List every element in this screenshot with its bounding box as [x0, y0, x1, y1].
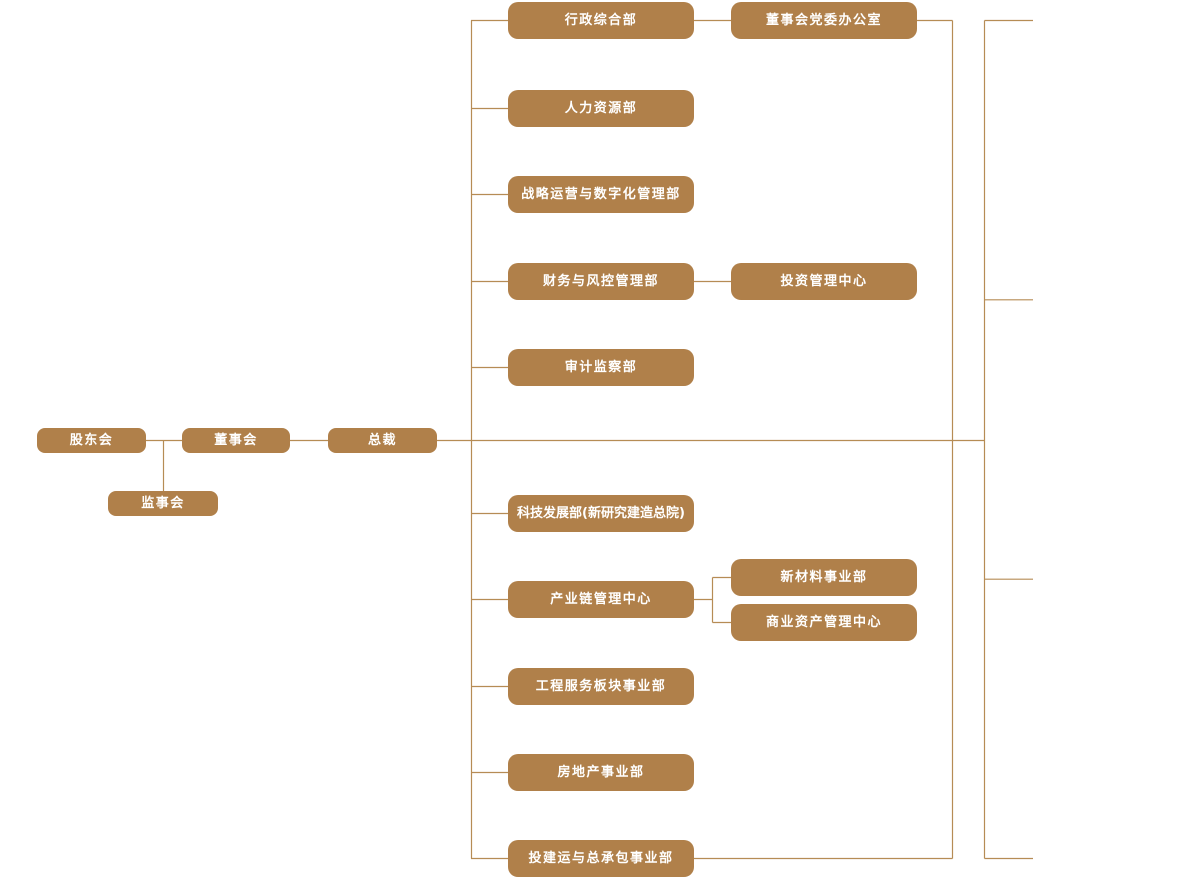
node-board-of-directors: 董事会	[182, 428, 290, 453]
dept-finance-risk: 财务与风控管理部	[508, 263, 694, 300]
dept-investment-construction-epc: 投建运与总承包事业部	[508, 840, 694, 877]
node-shareholders-meeting: 股东会	[37, 428, 146, 453]
dept-human-resources: 人力资源部	[508, 90, 694, 127]
dept-admin-general: 行政综合部	[508, 2, 694, 39]
dept-engineering-services: 工程服务板块事业部	[508, 668, 694, 705]
dept-strategy-digital: 战略运营与数字化管理部	[508, 176, 694, 213]
node-commercial-assets-center: 商业资产管理中心	[731, 604, 917, 641]
node-president: 总裁	[328, 428, 437, 453]
dept-audit-supervision: 审计监察部	[508, 349, 694, 386]
node-supervisory-board: 监事会	[108, 491, 218, 516]
node-board-party-office: 董事会党委办公室	[731, 2, 917, 39]
dept-real-estate: 房地产事业部	[508, 754, 694, 791]
node-investment-management-center: 投资管理中心	[731, 263, 917, 300]
dept-tech-development: 科技发展部(新研究建造总院)	[508, 495, 694, 532]
dept-industry-chain: 产业链管理中心	[508, 581, 694, 618]
node-new-materials-division: 新材料事业部	[731, 559, 917, 596]
